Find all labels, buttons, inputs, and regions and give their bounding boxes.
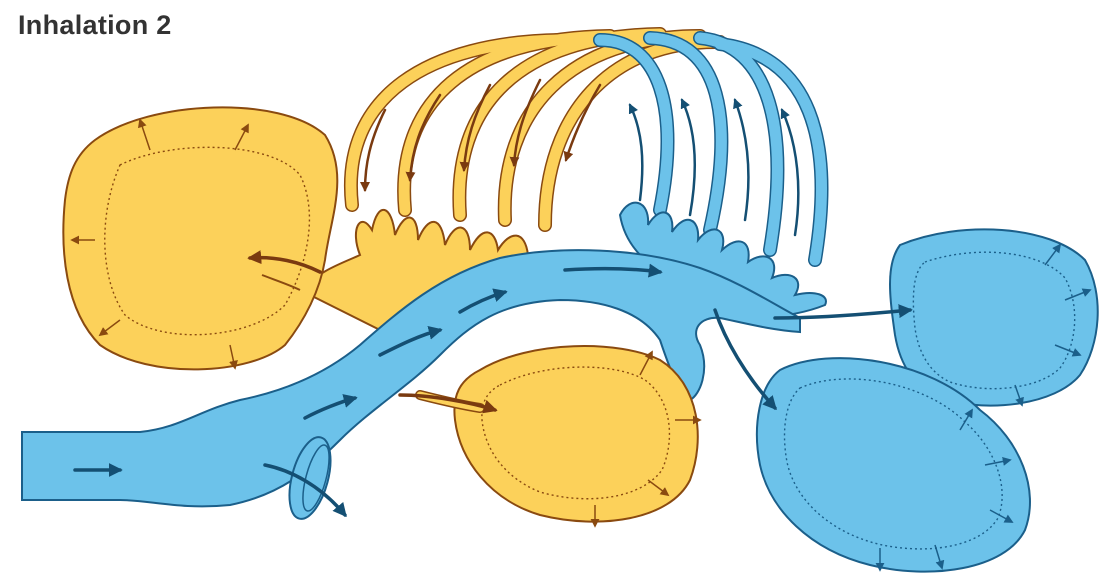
air-sac-posterior-thoracic xyxy=(63,107,337,369)
air-sac-abdominal xyxy=(454,346,697,522)
